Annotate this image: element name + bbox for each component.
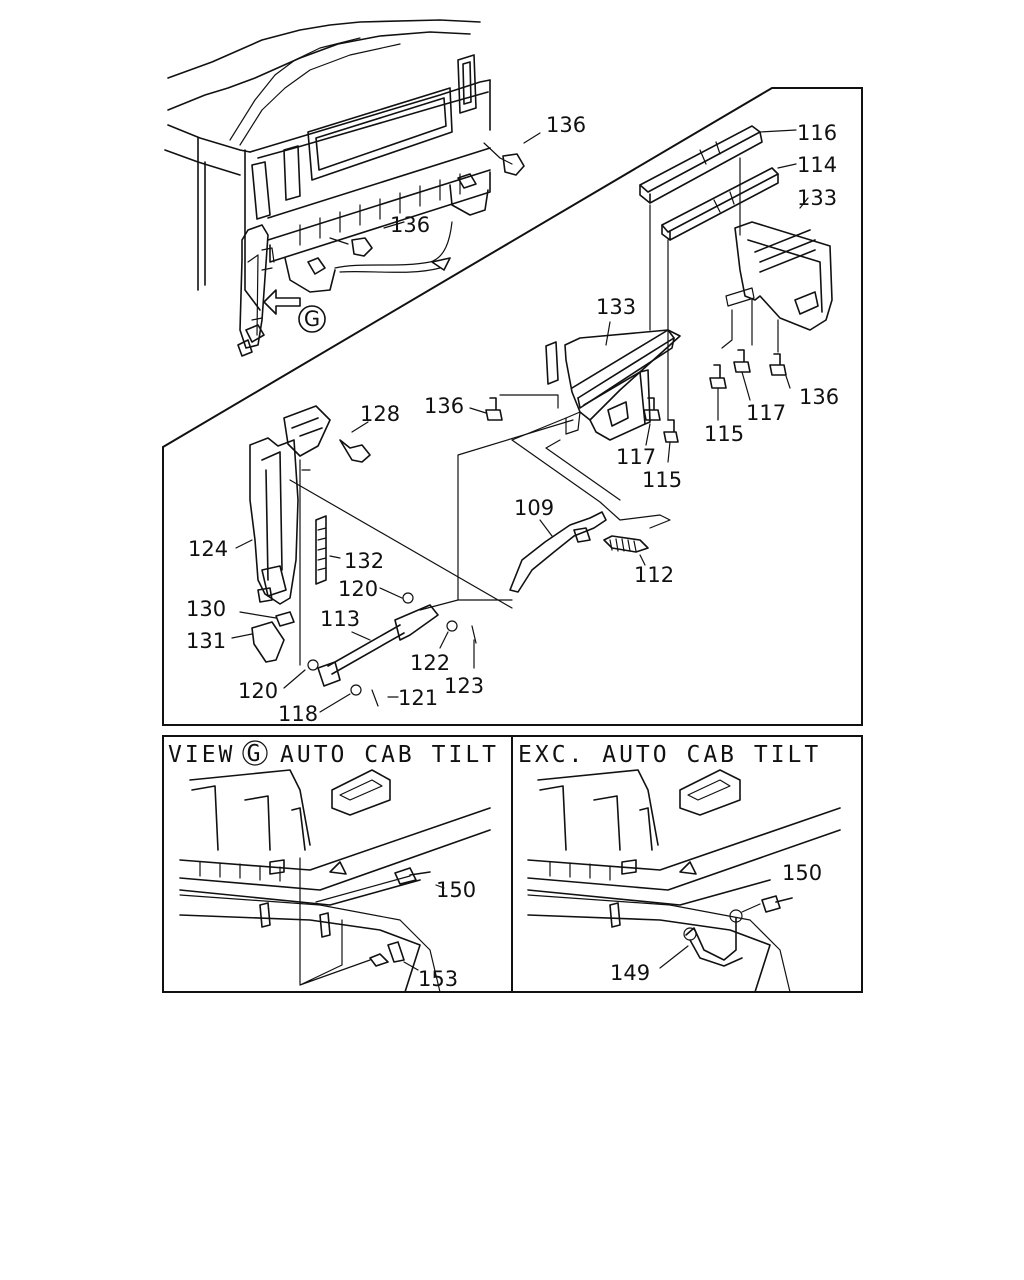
label-128: 128 bbox=[360, 402, 400, 426]
label-133-right: 133 bbox=[797, 186, 837, 210]
label-117-right: 117 bbox=[746, 401, 786, 425]
exc-panel-title: EXC. AUTO CAB TILT bbox=[518, 742, 821, 768]
rail-assemblies bbox=[639, 125, 779, 421]
label-118: 118 bbox=[278, 702, 318, 726]
view-g-circle-letter: G bbox=[247, 741, 264, 767]
label-114: 114 bbox=[797, 153, 837, 177]
bolt-fasteners bbox=[485, 349, 787, 443]
label-132: 132 bbox=[344, 549, 384, 573]
label-120-lower: 120 bbox=[238, 679, 278, 703]
label-122: 122 bbox=[410, 651, 450, 675]
label-leader-lines bbox=[231, 129, 809, 713]
release-lever-assembly bbox=[249, 405, 371, 666]
link-rod bbox=[307, 592, 477, 707]
view-g-marker: G bbox=[304, 307, 320, 331]
right-latch-bracket bbox=[721, 221, 833, 353]
label-136-top: 136 bbox=[546, 113, 586, 137]
view-g-title: AUTO CAB TILT bbox=[280, 742, 499, 768]
label-150-exc: 150 bbox=[782, 861, 822, 885]
label-130: 130 bbox=[186, 597, 226, 621]
cab-illustration bbox=[164, 19, 525, 357]
label-124: 124 bbox=[188, 537, 228, 561]
release-handle bbox=[509, 511, 649, 593]
label-121: 121 bbox=[398, 686, 438, 710]
label-136-cab: 136 bbox=[390, 213, 430, 237]
label-150-view-g: 150 bbox=[436, 878, 476, 902]
view-g-panel bbox=[179, 740, 491, 993]
label-123: 123 bbox=[444, 674, 484, 698]
label-115-right: 115 bbox=[704, 422, 744, 446]
label-112: 112 bbox=[634, 563, 674, 587]
label-136-center: 136 bbox=[424, 394, 464, 418]
label-120-upper: 120 bbox=[338, 577, 378, 601]
label-117-center: 117 bbox=[616, 445, 656, 469]
exc-auto-cab-tilt-panel bbox=[527, 769, 841, 993]
label-133-center: 133 bbox=[596, 295, 636, 319]
main-assembly-frame bbox=[162, 87, 863, 726]
label-131: 131 bbox=[186, 629, 226, 653]
label-113: 113 bbox=[320, 607, 360, 631]
latch-connection-line bbox=[289, 419, 574, 611]
label-109: 109 bbox=[514, 496, 554, 520]
label-153: 153 bbox=[418, 967, 458, 991]
label-116: 116 bbox=[797, 121, 837, 145]
label-149: 149 bbox=[610, 961, 650, 985]
center-latch-bracket bbox=[545, 329, 681, 441]
label-136-right: 136 bbox=[799, 385, 839, 409]
label-115-center: 115 bbox=[642, 468, 682, 492]
control-cable bbox=[499, 394, 671, 529]
view-g-prefix: VIEW bbox=[168, 742, 235, 768]
